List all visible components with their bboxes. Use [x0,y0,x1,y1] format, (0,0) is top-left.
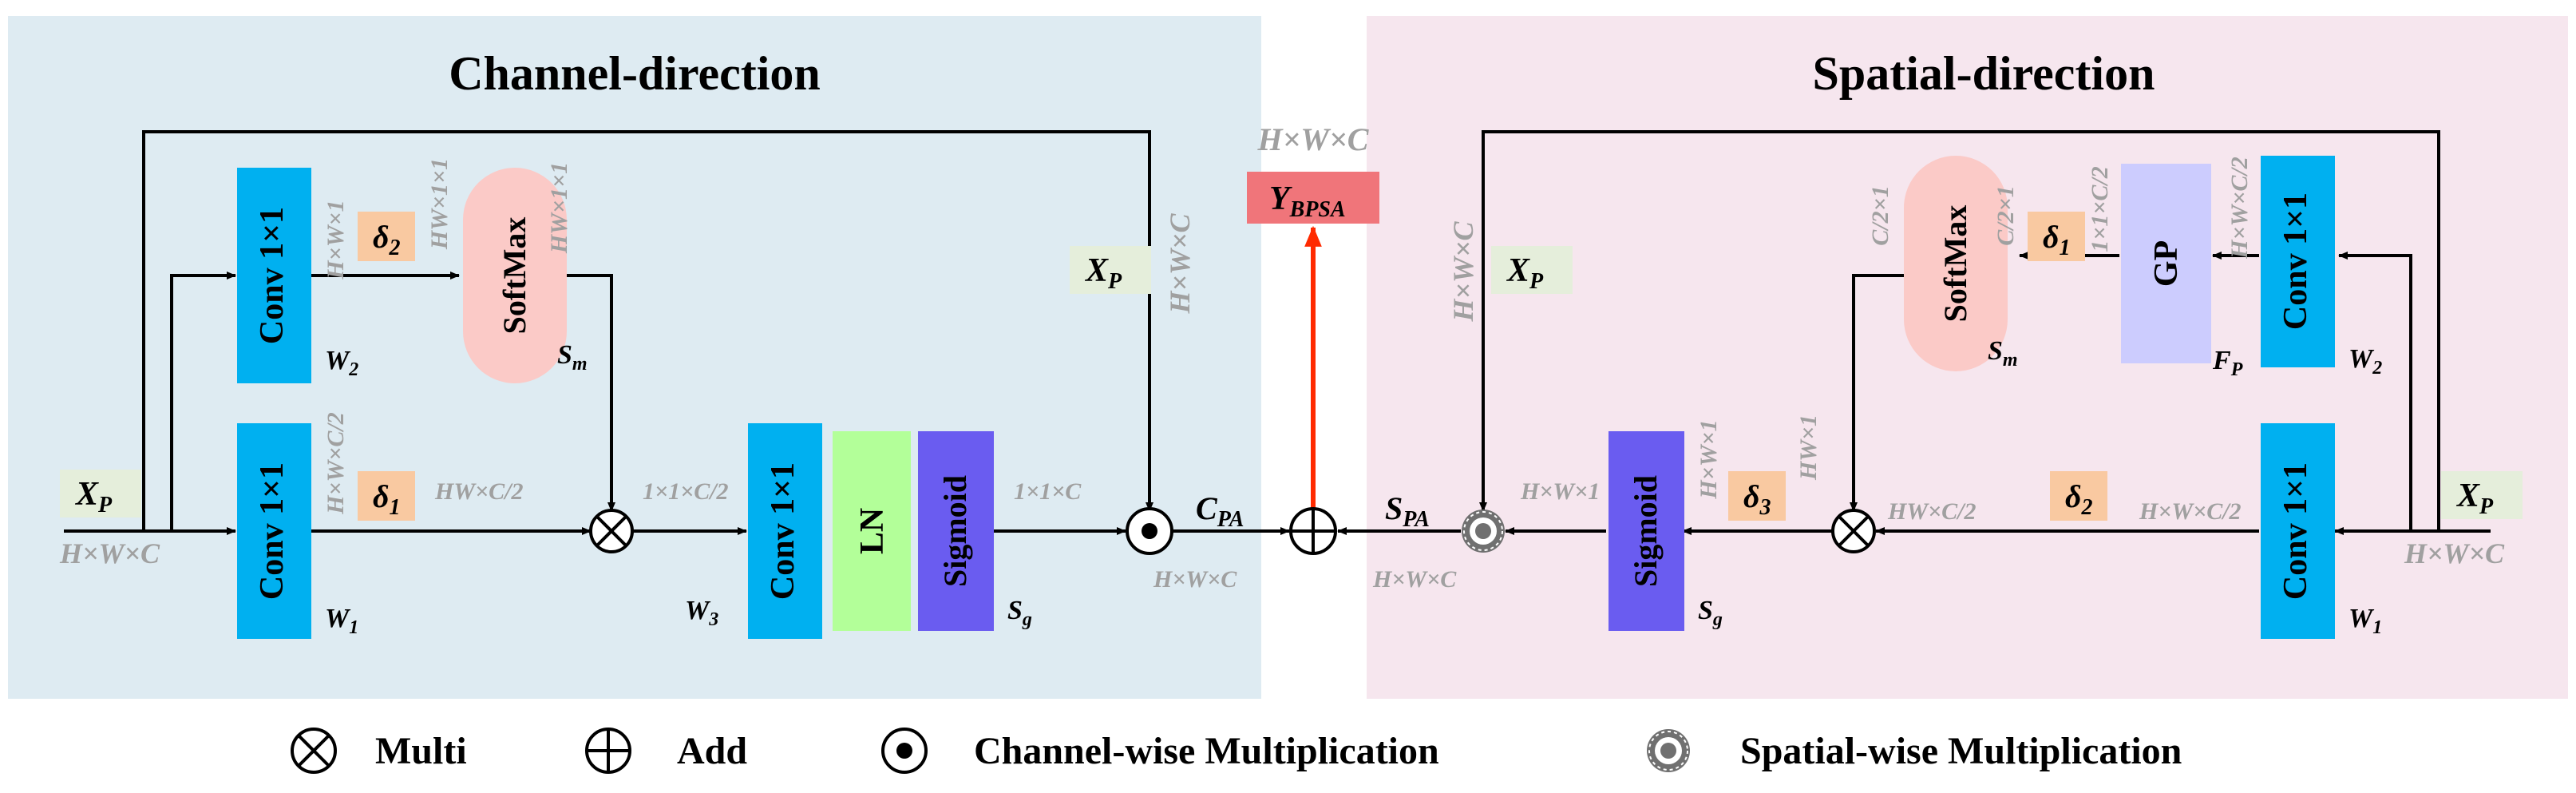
conv2-spatial-label: Conv 1×1 [2277,192,2314,330]
delta1-channel-dim: HW×C/2 [434,478,523,505]
softmax-spatial-label: SoftMax [1937,205,1973,323]
sigmoid-spatial-symbol: Sg [1698,596,1723,630]
delta3-dim2: HW×1 [1795,414,1822,481]
channel-panel-title: Channel-direction [449,47,821,100]
sigmoid-channel-block [918,431,994,631]
spatial-connectors [1337,130,2491,535]
legend-spatial-mult-label: Spatial-wise Multiplication [1740,730,2182,772]
spatial-panel-title: Spatial-direction [1813,47,2155,100]
legend-channel-mult-icon [881,728,928,774]
delta3-box [1728,471,1786,521]
xp-spatial-right-box [2441,471,2523,519]
legend-add-icon [585,728,631,774]
conv2-spatial-dim: H×W×C/2 [2226,157,2253,260]
ln-block [833,431,911,631]
spa-dim-in: H×W×1 [1520,478,1600,505]
channel-wise-multiply-icon [1126,507,1173,555]
xp-spatial-left-dim: H×W×C [1447,220,1479,322]
delta2-channel-label: δ2 [373,219,401,260]
legend-spatial-mult-icon [1647,729,1690,772]
delta2-spatial-box [2050,471,2107,521]
legend: Multi Add Channel-wise Multiplication Sp… [291,728,2182,774]
delta1-spatial-box [2028,212,2085,261]
conv1-channel-dim: H×W×C/2 [322,412,349,515]
delta3-label: δ3 [1743,478,1771,520]
softmax-channel-block [463,168,567,383]
legend-channel-mult-label: Channel-wise Multiplication [974,730,1439,772]
xp-spatial-left-label: XP [1506,252,1544,294]
softmax-spatial-symbol: Sm [1988,336,2018,371]
channel-connectors [64,130,1290,535]
spatial-wise-multiply-icon [1462,510,1505,553]
softmax-spatial-block [1904,156,2008,371]
legend-multi-icon [291,728,337,774]
multiply-channel-icon [589,509,634,553]
multiply-channel-dim: 1×1×C/2 [643,478,729,505]
softmax-channel-symbol: Sm [557,340,588,375]
cpa-dim: H×W×C [1153,566,1237,593]
delta3-dim1: H×W×1 [1696,419,1722,499]
delta1-channel-box [358,471,415,521]
ln-label: LN [854,508,891,554]
xp-channel-right-label: XP [1084,252,1122,294]
cpa-label: CPA [1196,490,1244,532]
output-label: YBPSA [1269,180,1346,222]
conv1-spatial-block [2261,423,2335,639]
xp-channel-left-dim: H×W×C [59,537,160,569]
output-dim: H×W×C [1257,121,1370,157]
conv1-channel-block [237,423,311,639]
delta1-channel-label: δ1 [373,478,401,520]
softmax-channel-dim-in: HW×1×1 [426,158,453,250]
delta1-spatial-label: δ1 [2043,219,2071,260]
conv3-channel-label: Conv 1×1 [765,462,801,600]
xp-channel-left-box [60,470,141,517]
spa-dim: H×W×C [1372,566,1457,593]
conv3-channel-weight: W3 [685,596,718,630]
sigmoid-spatial-block [1609,431,1684,631]
conv2-channel-label: Conv 1×1 [254,207,291,344]
add-icon [1289,507,1337,555]
sigmoid-channel-dim: 1×1×C [1014,478,1082,505]
conv2-channel-weight: W2 [325,346,358,380]
softmax-spatial-dim-in: C/2×1 [1867,185,1893,245]
gp-symbol: FP [2212,346,2243,380]
conv1-channel-weight: W1 [325,604,358,638]
xp-spatial-right-label: XP [2455,478,2494,519]
xp-spatial-right-dim: H×W×C [2404,537,2505,569]
softmax-channel-dim-out: HW×1×1 [546,162,572,254]
multiply-spatial-icon [1831,509,1876,553]
conv2-channel-block [237,168,311,383]
channel-panel [8,16,1261,699]
conv1-spatial-weight: W1 [2348,604,2382,638]
xp-channel-right-box [1070,246,1151,294]
delta2-spatial-label: δ2 [2065,478,2093,520]
sigmoid-channel-label: Sigmoid [937,475,973,587]
xp-channel-left-label: XP [74,476,113,517]
xp-channel-right-dim: H×W×C [1164,212,1196,314]
delta2-channel-box [358,212,415,261]
output-box [1247,172,1379,224]
delta2-spatial-dim: H×W×C/2 [2139,498,2242,525]
conv1-channel-label: Conv 1×1 [254,462,291,600]
sigmoid-spatial-label: Sigmoid [1628,475,1664,587]
conv1-spatial-label: Conv 1×1 [2277,462,2314,600]
conv2-channel-dim: H×W×1 [322,200,349,280]
gp-dim: 1×1×C/2 [2087,166,2113,252]
softmax-channel-label: SoftMax [497,217,532,335]
multiply-spatial-dim: HW×C/2 [1887,498,1976,525]
conv3-channel-block [748,423,822,639]
conv2-spatial-weight: W2 [2348,344,2382,379]
xp-spatial-left-box [1491,246,1573,294]
sigmoid-channel-symbol: Sg [1007,596,1032,630]
conv2-spatial-block [2261,156,2335,367]
gp-block [2121,164,2211,363]
legend-add-label: Add [677,730,747,772]
legend-multi-label: Multi [375,730,467,772]
spa-label: SPA [1385,490,1430,532]
softmax-spatial-dim-out: C/2×1 [1992,185,2019,245]
gp-label: GP [2148,240,2185,287]
